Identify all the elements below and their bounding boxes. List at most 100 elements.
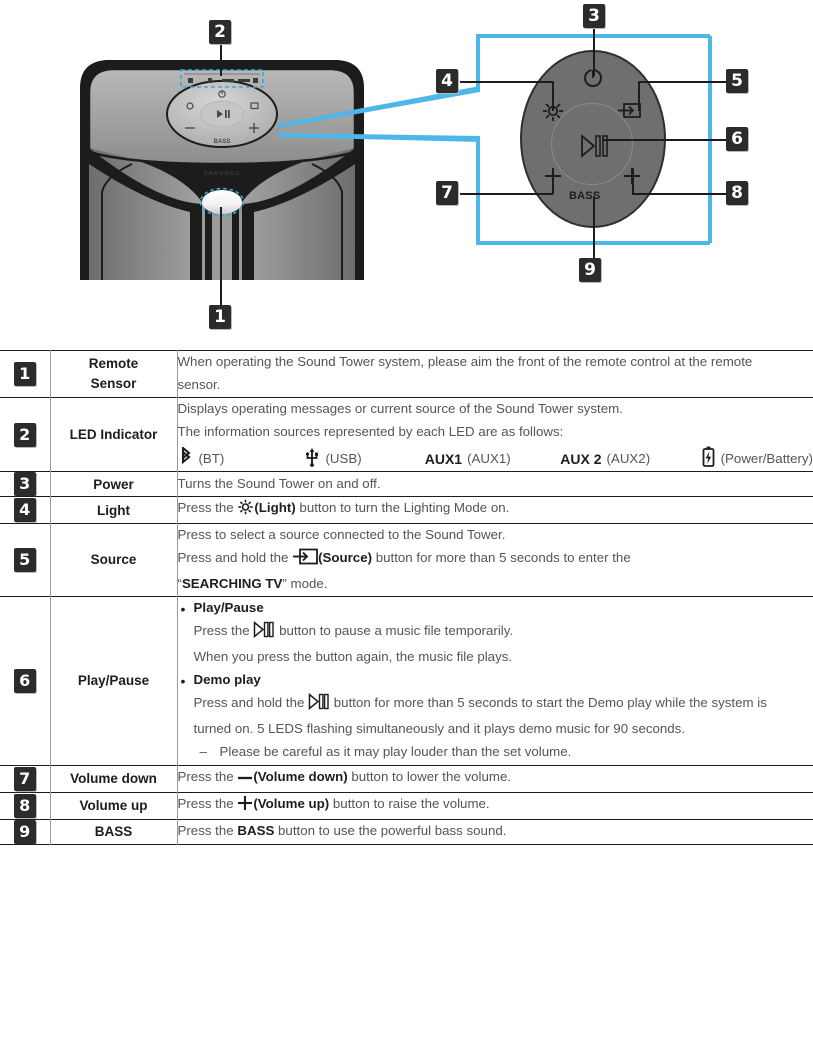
leader-8a	[632, 193, 728, 195]
plus-icon	[237, 795, 253, 819]
table-row: 8 Volume up Press the (Volume up) button…	[0, 792, 813, 820]
leader-4b	[552, 81, 554, 111]
row-name-cell: Volume down	[50, 765, 178, 793]
callout-badge-9[interactable]: 9	[579, 258, 601, 282]
row-number-cell: 8	[0, 792, 51, 820]
desc-text: The information sources represented by e…	[177, 423, 564, 439]
row-name-cell: Source	[50, 523, 178, 597]
play-pause-bullets: Play/Pause Press the button to pause a m…	[178, 597, 813, 764]
row-badge-8: 8	[13, 793, 36, 818]
play-pause-icon	[253, 620, 275, 646]
row-name-cell: BASS	[50, 819, 178, 845]
callout-badge-4[interactable]: 4	[436, 69, 458, 93]
desc-bold-mode: SEARCHING TV	[181, 576, 283, 592]
row-desc-cell: When operating the Sound Tower system, p…	[177, 351, 813, 398]
leader-5a	[638, 81, 728, 83]
led-label-battery: (Power/Battery)	[720, 451, 813, 467]
row-name-line1: Source	[90, 552, 137, 568]
desc-pre: Press and hold the	[177, 550, 293, 566]
row-badge-7: 7	[13, 766, 36, 791]
product-diagram: BASS SAMSUNG	[0, 0, 813, 340]
speaker-illustration: BASS SAMSUNG	[62, 52, 382, 284]
led-label-bt: (BT)	[198, 451, 225, 467]
row-badge-3: 3	[13, 472, 36, 497]
callout-badge-2[interactable]: 2	[209, 20, 231, 44]
row-desc-cell: Press to select a source connected to th…	[177, 524, 813, 597]
row-number-cell: 1	[0, 350, 51, 398]
leader-7a	[460, 193, 553, 195]
table-row: 3 Power Turns the Sound Tower on and off…	[0, 471, 813, 497]
row-name-cell: Power	[50, 471, 178, 497]
desc-text: Displays operating messages or current s…	[177, 400, 623, 416]
table-row: 6 Play/Pause Play/Pause Press the button…	[0, 596, 813, 766]
row-number-cell: 6	[0, 596, 51, 766]
desc-bold: (Volume down)	[253, 768, 348, 784]
table-row: 4 Light Press the (Light) button to turn…	[0, 496, 813, 524]
led-strip	[180, 69, 264, 88]
led-item-bt: (BT)	[178, 446, 305, 470]
bullet-demo-play: Demo play Press and hold the button for …	[181, 669, 813, 763]
row-desc-cell: Press the BASS button to use the powerfu…	[177, 819, 813, 844]
row-number-cell: 5	[0, 523, 51, 597]
desc-pre: Press the	[177, 768, 238, 784]
row-name-line1: Remote	[88, 356, 139, 372]
source-icon	[292, 548, 318, 573]
callout-badge-8[interactable]: 8	[726, 181, 748, 205]
light-icon	[543, 101, 563, 121]
desc-pre: Press the	[177, 500, 238, 516]
row-desc-cell: Displays operating messages or current s…	[177, 397, 813, 472]
desc-text-bass: Press the BASS button to use the powerfu…	[178, 820, 813, 843]
bluetooth-icon	[178, 446, 194, 470]
leader-8b	[632, 168, 634, 194]
row-desc-cell: Play/Pause Press the button to pause a m…	[177, 596, 813, 765]
callout-badge-3[interactable]: 3	[583, 4, 605, 28]
led-item-battery: (Power/Battery)	[701, 446, 813, 471]
usb-icon	[304, 447, 320, 470]
row-desc-cell: Press the (Volume up) button to raise th…	[177, 792, 813, 819]
row-number-cell: 9	[0, 819, 51, 845]
row-badge-6: 6	[13, 668, 36, 693]
desc-pre: Press the	[177, 823, 238, 839]
table-row: 9 BASS Press the BASS button to use the …	[0, 819, 813, 845]
aux2-text: AUX 2	[560, 450, 602, 467]
callout-badge-5[interactable]: 5	[726, 69, 748, 93]
row-badge-5: 5	[13, 548, 36, 573]
zoom-callout-lines	[278, 34, 712, 245]
led-label-aux2: (AUX2)	[606, 451, 651, 467]
minus-icon	[237, 769, 253, 792]
desc-text: Turns the Sound Tower on and off.	[177, 476, 381, 491]
led-item-aux1: AUX1 (AUX1)	[425, 451, 561, 467]
row-desc-cell: Press the (Volume down) button to lower …	[177, 765, 813, 792]
battery-icon	[701, 446, 716, 471]
desc-post: button for more than 5 seconds to enter …	[372, 550, 631, 566]
row-name-line1: Power	[93, 476, 134, 492]
bullet-play-pause: Play/Pause Press the button to pause a m…	[181, 597, 813, 669]
table-row: 5 Source Press to select a source connec…	[0, 523, 813, 597]
desc-bold: BASS	[237, 823, 275, 839]
row-desc-cell: Press the (Light) button to turn the Lig…	[177, 497, 813, 524]
play-pause-ring	[551, 103, 633, 186]
table-row: 7 Volume down Press the (Volume down) bu…	[0, 765, 813, 793]
remote-sensor-highlight	[199, 187, 245, 217]
bass-label: BASS	[569, 190, 601, 202]
bullet-line: Press and hold the button for more than …	[194, 692, 794, 741]
speaker-svg: BASS SAMSUNG	[80, 60, 364, 280]
source-icon	[618, 103, 641, 118]
desc-bold: (Light)	[254, 500, 296, 516]
callout-badge-7[interactable]: 7	[436, 181, 458, 205]
leader-6	[602, 139, 728, 141]
bullet-line: When you press the button again, the mus…	[193, 648, 513, 664]
callout-badge-1[interactable]: 1	[209, 305, 231, 329]
row-number-cell: 4	[0, 496, 51, 524]
row-name-line1: Volume up	[79, 797, 148, 813]
callout-badge-6[interactable]: 6	[726, 127, 748, 151]
desc-bold: (Volume up)	[253, 795, 330, 811]
row-name-cell: Light	[50, 496, 178, 524]
desc-text-light: Press the (Light) button to turn the Lig…	[178, 497, 813, 523]
desc-text-source: Press and hold the (Source) button for m…	[178, 547, 813, 573]
desc-text-mode: “SEARCHING TV” mode.	[178, 573, 813, 596]
led-item-usb: (USB)	[304, 447, 424, 470]
row-name-cell: LED Indicator	[50, 397, 178, 472]
brand-label: SAMSUNG	[204, 171, 241, 177]
